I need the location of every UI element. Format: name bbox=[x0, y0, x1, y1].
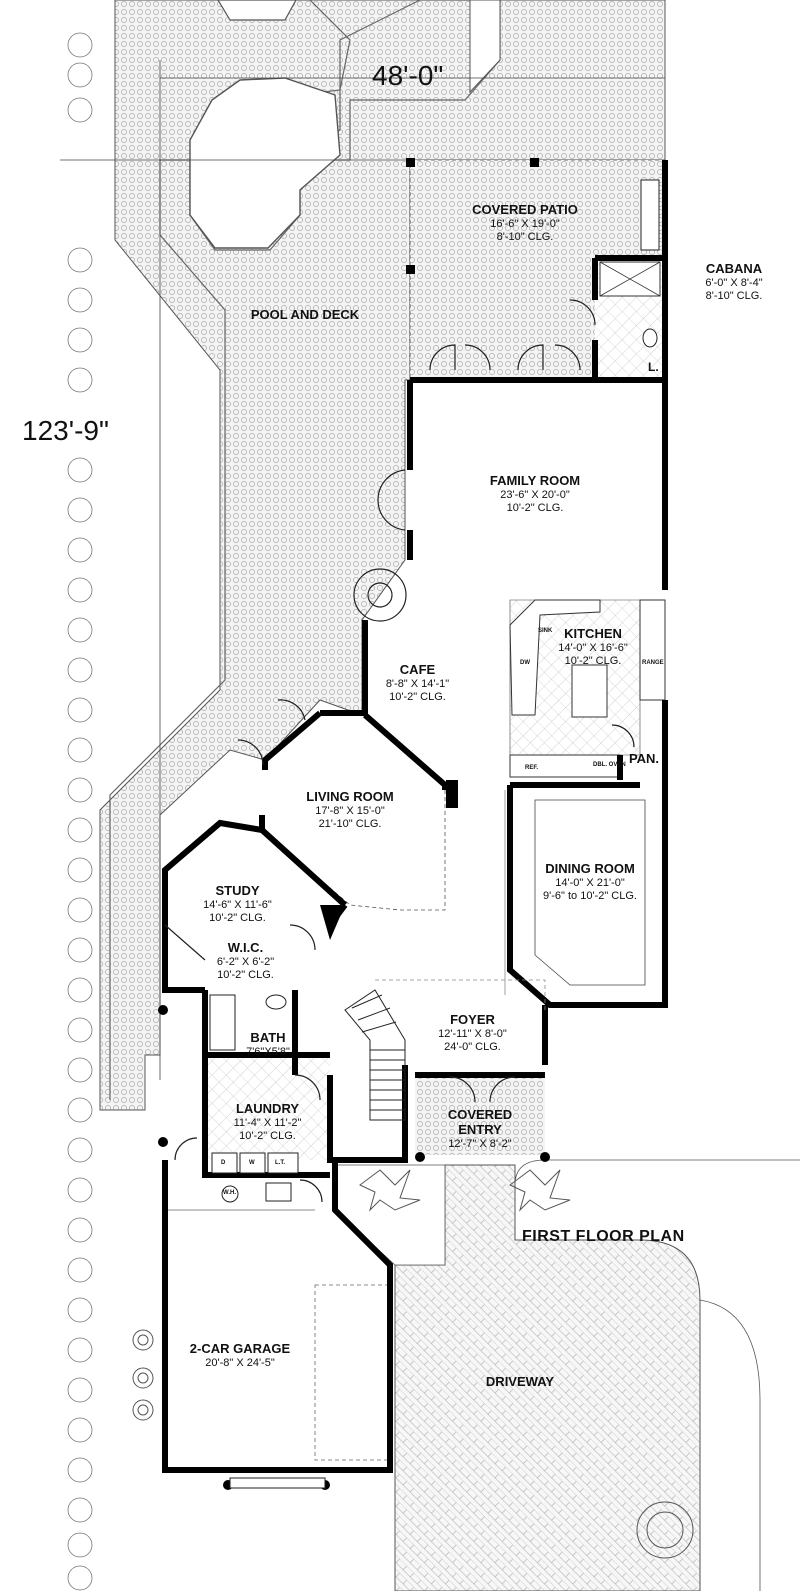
label-pantry: PAN. bbox=[628, 751, 660, 766]
label-dryer: D bbox=[221, 1160, 226, 1166]
label-dining-room: DINING ROOM 14'-0" X 21'-0" 9'-6" to 10'… bbox=[543, 861, 637, 902]
columns bbox=[158, 158, 550, 1490]
label-pool-deck: POOL AND DECK bbox=[250, 307, 360, 322]
label-wic: W.I.C. 6'-2" X 6'-2" 10'-2" CLG. bbox=[216, 940, 275, 981]
label-dbl-oven: DBL. OVEN bbox=[593, 762, 626, 768]
label-sink: SINK bbox=[538, 628, 553, 634]
label-family-room: FAMILY ROOM 23'-6" X 20'-0" 10'-2" CLG. bbox=[489, 473, 581, 514]
kitchen-counter bbox=[509, 599, 601, 716]
bath-fixtures bbox=[209, 179, 660, 1051]
label-laundry-tub: L.T. bbox=[275, 1160, 285, 1166]
living-room-floor bbox=[260, 710, 445, 910]
label-linen: L. bbox=[648, 360, 659, 374]
laundry-appliances bbox=[211, 1152, 299, 1203]
label-covered-patio: COVERED PATIO 16'-6" X 19'-0" 8'-10" CLG… bbox=[472, 202, 578, 243]
label-bath: BATH 7'6"X5'8" bbox=[246, 1030, 290, 1058]
staircase bbox=[344, 989, 406, 1121]
kitchen-island bbox=[571, 664, 608, 718]
label-kitchen: KITCHEN 14'-0" X 16'-6" 10'-2" CLG. bbox=[558, 626, 628, 667]
label-cafe: CAFE 8'-8" X 14'-1" 10'-2" CLG. bbox=[385, 662, 450, 703]
label-garage: 2-CAR GARAGE 20'-8" X 24'-5" bbox=[189, 1341, 291, 1369]
label-cabana: CABANA 6'-0" X 8'-4" 8'-10" CLG. bbox=[705, 261, 763, 302]
label-dw: DW bbox=[520, 660, 530, 666]
landscape-hedge bbox=[67, 32, 93, 1591]
overall-length-dim: 123'-9" bbox=[22, 415, 109, 446]
label-driveway: DRIVEWAY bbox=[485, 1374, 555, 1389]
label-wh: W.H. bbox=[223, 1190, 236, 1196]
pool-step bbox=[455, 0, 501, 94]
label-laundry: LAUNDRY 11'-4" X 11'-2" 10'-2" CLG. bbox=[233, 1101, 302, 1142]
dining-tray bbox=[534, 799, 646, 986]
label-living-room: LIVING ROOM 17'-8" X 15'-0" 21'-10" CLG. bbox=[306, 789, 394, 830]
exterior-walls bbox=[162, 160, 668, 1473]
covered-entry-floor bbox=[415, 1075, 545, 1155]
label-study: STUDY 14'-6" X 11'-6" 10'-2" CLG. bbox=[203, 883, 272, 924]
label-range: RANGE bbox=[642, 660, 664, 666]
label-washer: W bbox=[249, 1160, 255, 1166]
plan-title: FIRST FLOOR PLAN bbox=[522, 1228, 685, 1245]
label-covered-entry: COVERED ENTRY 12'-7" X 8'-2" bbox=[447, 1107, 513, 1150]
overall-width-dim: 48'-0" bbox=[372, 60, 444, 91]
label-foyer: FOYER 12'-11" X 8'-0" 24'-0" CLG. bbox=[438, 1012, 507, 1053]
garage-window bbox=[229, 1477, 326, 1489]
planters bbox=[132, 1169, 694, 1559]
driveway-area bbox=[394, 1164, 701, 1591]
spa-basin bbox=[217, 0, 297, 21]
garage-floor bbox=[165, 1160, 390, 1470]
label-ref: REF. bbox=[525, 765, 539, 771]
interior-details bbox=[164, 299, 635, 1203]
dining-floor bbox=[510, 785, 665, 1000]
